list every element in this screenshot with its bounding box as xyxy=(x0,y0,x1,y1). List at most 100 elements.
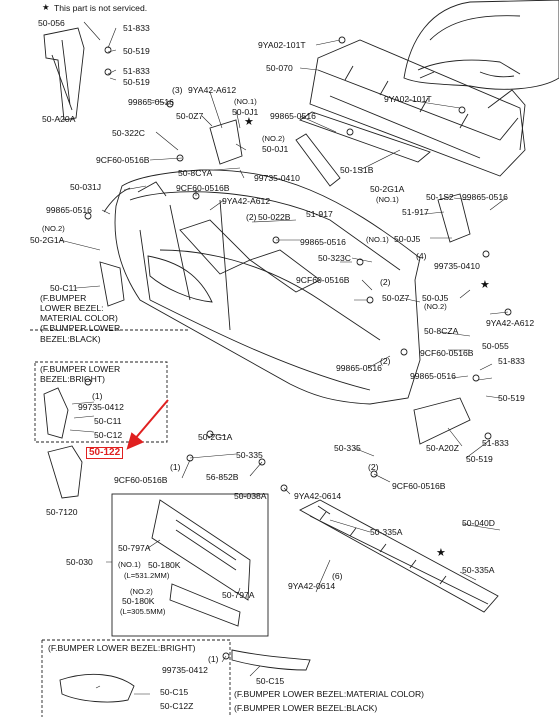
box-bottom xyxy=(41,639,231,717)
callout: 50-0Z7 xyxy=(176,111,204,121)
callout: 9YA02-101T xyxy=(384,94,432,104)
callout: 50-2G1A xyxy=(30,235,65,245)
callout: 50-0J1 xyxy=(262,144,289,154)
bumper-reinforcement xyxy=(309,39,526,177)
callout: 50-322C xyxy=(112,128,145,138)
callout: 99735-0412 xyxy=(162,665,208,675)
callout: 50-030 xyxy=(66,557,93,567)
callout: 50-022B xyxy=(258,212,291,222)
callout: 99865-0516 xyxy=(128,97,174,107)
callout: 50-519 xyxy=(123,46,150,56)
callout: 50-335A xyxy=(370,527,403,537)
callout: 50-0Z7 xyxy=(382,293,410,303)
callout: 99865-0516 xyxy=(462,192,508,202)
callout: 50-040D xyxy=(462,518,495,528)
callout: (2) xyxy=(246,212,257,222)
highlighted-part-label: 50-122 xyxy=(86,447,124,459)
callout: 9CF60-0516B xyxy=(296,275,350,285)
callout: 9YA42-0614 xyxy=(288,581,336,591)
callout: 50-C11 xyxy=(50,283,78,293)
callout: 9YA42-0614 xyxy=(294,491,342,501)
callout: 50-C15 xyxy=(160,687,189,697)
callout: 99735-0410 xyxy=(434,261,480,271)
callout: 50-031J xyxy=(70,182,102,192)
bottom-bezel-material xyxy=(231,649,311,671)
bracket-center xyxy=(209,119,243,165)
callout: 50-519 xyxy=(498,393,525,403)
lower-bezel-left xyxy=(99,261,125,307)
callout: 50-C12Z xyxy=(160,701,194,711)
callout: 99865-0516 xyxy=(270,111,316,121)
bracket-right-2 xyxy=(437,193,471,243)
callout: 50-335A xyxy=(462,565,495,575)
note-bright-bottom: (F.BUMPER LOWER BEZEL:BRIGHT) xyxy=(48,643,196,653)
callout: 51-833 xyxy=(123,66,150,76)
bottom-bezel-bright xyxy=(59,673,135,703)
callout: 50-055 xyxy=(482,341,509,351)
callout: 99865-0516 xyxy=(410,371,456,381)
callout: (NO.1) xyxy=(234,97,257,106)
callout: 50-180K xyxy=(148,560,181,570)
callout: 50-335 xyxy=(236,450,263,460)
note-black-bottom: (F.BUMPER LOWER BEZEL:BLACK) xyxy=(234,703,378,713)
callout: 51-833 xyxy=(123,23,150,33)
lower-spoiler xyxy=(299,499,499,613)
absorber xyxy=(299,111,431,163)
callout: (1) xyxy=(170,462,181,472)
callout: (L=305.5MM) xyxy=(120,607,166,616)
callout: 50-0J1 xyxy=(232,107,259,117)
callout: (NO.2) xyxy=(262,134,285,143)
callout: 9CF60-0516B xyxy=(96,155,150,165)
callout: 99735-0410 xyxy=(254,173,300,183)
callout: (NO.1) xyxy=(366,235,389,244)
license-small-bracket xyxy=(169,583,241,627)
callout: 50-519 xyxy=(123,77,150,87)
callout: (L=531.2MM) xyxy=(124,571,170,580)
callout: 50-1S2 xyxy=(426,192,454,202)
callout: 99735-0412 xyxy=(78,402,124,412)
callout: 51-833 xyxy=(482,438,509,448)
callout: 50-7120 xyxy=(46,507,78,517)
callout: 50-2G1A xyxy=(370,184,405,194)
note-bright: (F.BUMPER LOWER BEZEL:BRIGHT) xyxy=(40,364,121,385)
callout: 9CF60-0516B xyxy=(420,348,474,358)
callout: (2) xyxy=(380,277,391,287)
callout: 50-8CZA xyxy=(424,326,459,336)
callout: (1) xyxy=(208,654,219,664)
callout: 50-056 xyxy=(38,18,65,28)
callout: 50-038A xyxy=(234,491,267,501)
callout: 51-917 xyxy=(306,209,333,219)
callout: 50-180K xyxy=(122,596,155,606)
callout: (NO.1) xyxy=(118,560,141,569)
callout: (3) xyxy=(172,85,183,95)
side-bracket-left xyxy=(43,27,85,121)
bright-bezel-part xyxy=(43,387,69,439)
callout: (6) xyxy=(332,571,343,581)
callout: 50-A20Z xyxy=(426,443,459,453)
callout: 50-070 xyxy=(266,63,293,73)
star-mark: ★ xyxy=(436,546,446,559)
callout: 50-1S1B xyxy=(340,165,374,175)
callout: (2) xyxy=(368,462,379,472)
notice-star: ★ xyxy=(42,2,50,12)
callout: 50-C15 xyxy=(256,676,285,686)
callout: 51-917 xyxy=(402,207,429,217)
bracket-right xyxy=(295,133,341,187)
callout: (2) xyxy=(380,356,391,366)
callout: 50-0J5 xyxy=(394,234,421,244)
callout: (4) xyxy=(416,251,427,261)
callout: 99865-0516 xyxy=(336,363,382,373)
callout: 50-797A xyxy=(222,590,255,600)
callout: 9YA42-A612 xyxy=(188,85,237,95)
callout: 9CF60-0516B xyxy=(176,183,230,193)
callout: (NO.1) xyxy=(376,195,399,204)
callout: 9YA42-A612 xyxy=(222,196,271,206)
grille-insert xyxy=(147,255,213,303)
bumper-fascia xyxy=(103,169,421,405)
note-material-black: (F.BUMPER LOWER BEZEL: MATERIAL COLOR) (… xyxy=(40,293,121,344)
callout: (1) xyxy=(92,391,103,401)
callout: 51-833 xyxy=(498,356,525,366)
box-license xyxy=(111,493,269,637)
